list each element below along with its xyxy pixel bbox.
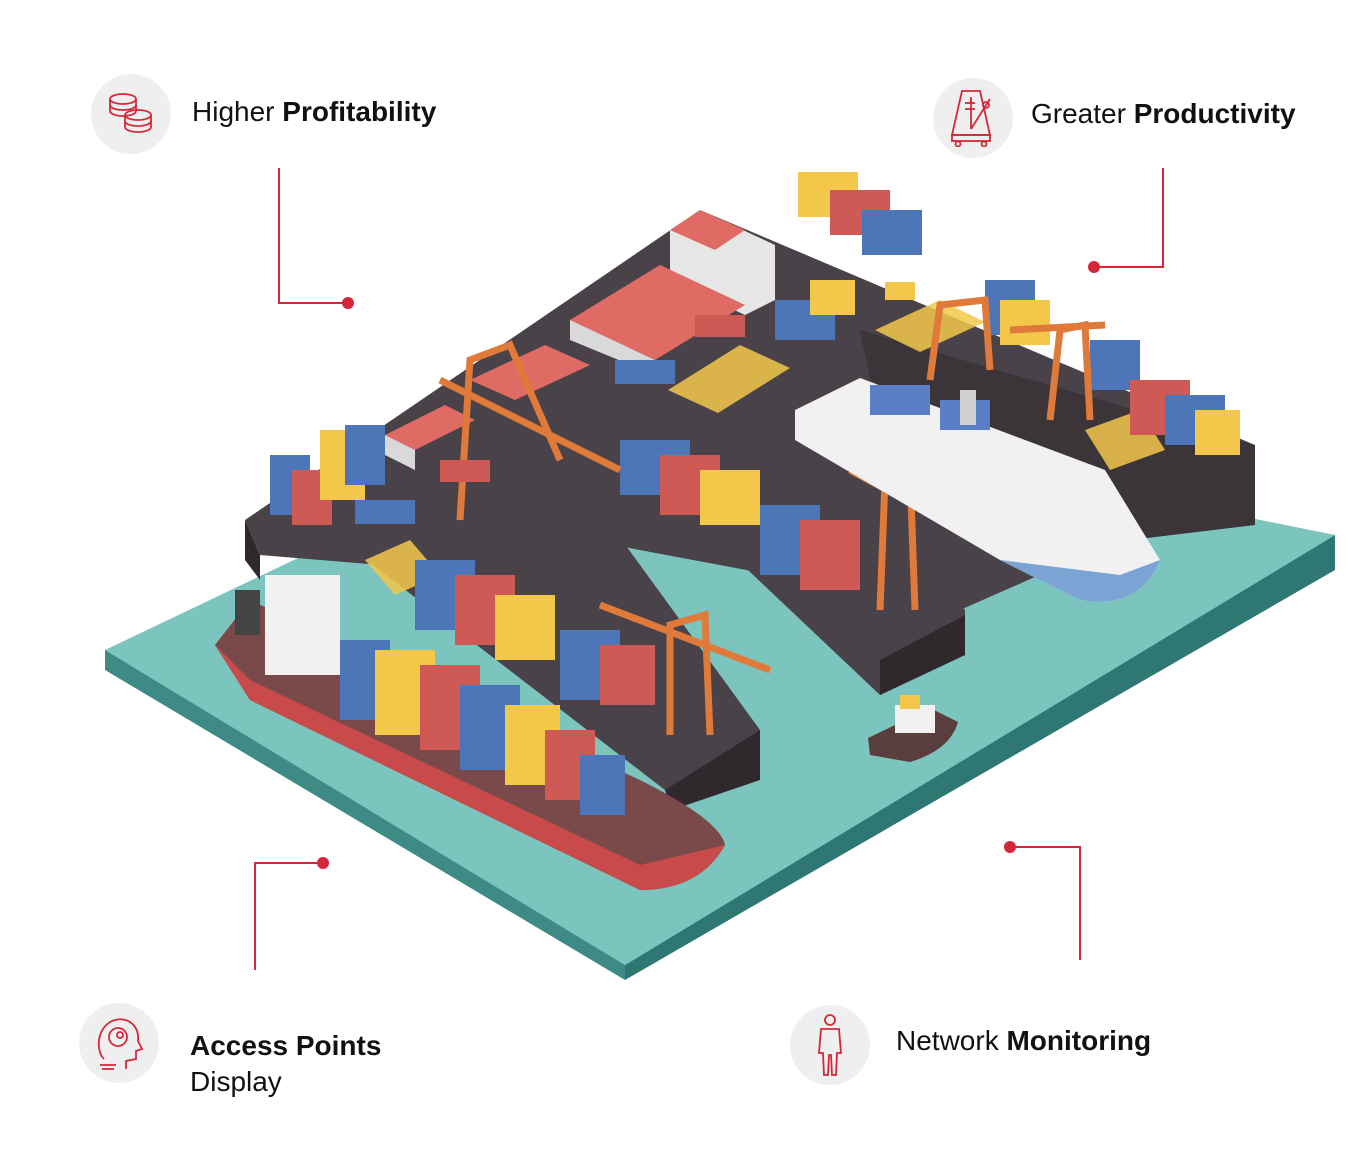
leader-line-profitability xyxy=(278,168,348,304)
callout-access-points-bold: Access Points xyxy=(190,1030,382,1061)
leader-line-productivity xyxy=(1094,168,1164,268)
pier-arm-upper-side xyxy=(880,615,965,695)
container-stacks xyxy=(270,172,1240,705)
callout-access-points-normal: Display xyxy=(190,1066,282,1097)
trucks xyxy=(355,282,915,524)
callout-profitability: Higher Profitability xyxy=(192,94,436,130)
leader-dot-access-points xyxy=(317,857,329,869)
tug-boat xyxy=(868,695,958,762)
callout-productivity: Greater Productivity xyxy=(1031,96,1296,132)
leader-line-access-points xyxy=(254,862,323,970)
quay-front-left xyxy=(245,520,260,580)
quay-back-right xyxy=(860,330,1255,540)
callout-profitability-bold: Profitability xyxy=(282,96,437,127)
callout-productivity-bold: Productivity xyxy=(1133,98,1296,129)
person-icon xyxy=(790,1005,870,1085)
pier-arm-lower-side xyxy=(665,730,760,810)
pier-arm-lower xyxy=(360,455,760,790)
leader-dots xyxy=(317,261,1100,869)
coins-icon xyxy=(91,74,171,154)
water-base-left-side xyxy=(105,650,625,980)
warehouses xyxy=(385,210,775,470)
water-base-right-side xyxy=(625,535,1335,980)
callout-network-normal: Network xyxy=(896,1025,1007,1056)
callout-profitability-normal: Higher xyxy=(192,96,283,127)
leader-lines xyxy=(254,168,1164,970)
leader-dot-network xyxy=(1004,841,1016,853)
callout-network: Network Monitoring xyxy=(896,1023,1151,1059)
ferry-ship xyxy=(795,378,1160,602)
callout-access-points: Access Points Display xyxy=(190,1028,381,1100)
container-ship xyxy=(215,575,725,890)
callout-productivity-normal: Greater xyxy=(1031,98,1134,129)
leader-dot-profitability xyxy=(342,297,354,309)
metronome-icon xyxy=(933,78,1013,158)
callout-network-bold: Monitoring xyxy=(1006,1025,1152,1056)
leader-dot-productivity xyxy=(1088,261,1100,273)
face-scan-icon xyxy=(79,1003,159,1083)
leader-line-network xyxy=(1010,846,1081,960)
